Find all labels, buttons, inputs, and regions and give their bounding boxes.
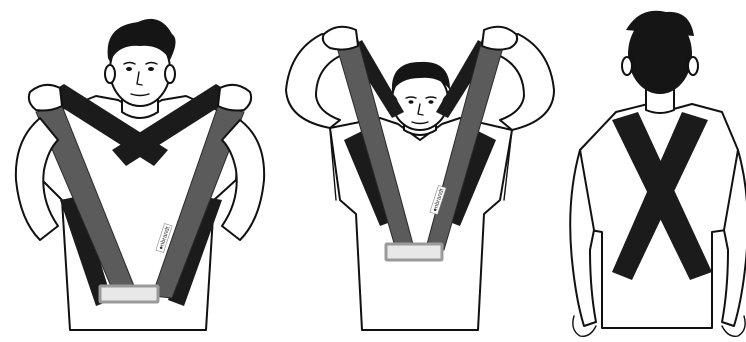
hand-left: [323, 27, 358, 50]
ear-left: [105, 65, 115, 83]
ear-right: [165, 65, 175, 83]
ear-right: [688, 57, 698, 75]
figure-back-view-x-straps: [570, 11, 746, 336]
ear-left: [622, 57, 632, 75]
buckle: [100, 286, 158, 302]
hand-right: [482, 27, 517, 50]
figure-front-straps-overhead: ●nbrandt: [286, 27, 554, 330]
hand-left: [29, 85, 62, 111]
hand-right: [218, 85, 251, 111]
buckle: [386, 244, 442, 260]
figure-front-crossing-straps: ●nbrandt: [16, 19, 264, 330]
